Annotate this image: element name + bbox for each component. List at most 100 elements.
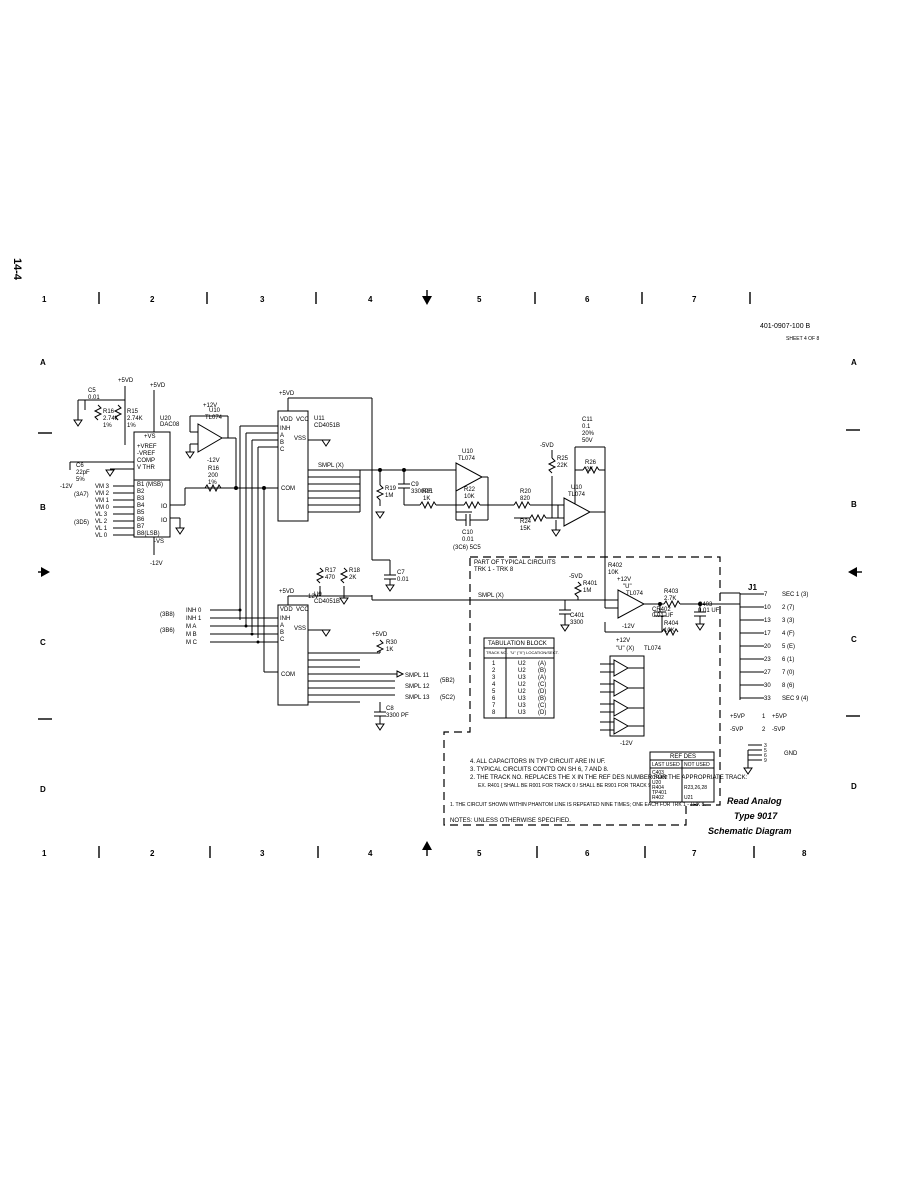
u10-right-stage: C11 0.1 20% 50V -5VD R25 22K R26 2K U10 … [540, 417, 606, 572]
u11-pin-inh: INH [280, 426, 290, 432]
m-ref: (3B6) [160, 628, 175, 634]
vl-2-label: VL 2 [95, 519, 108, 525]
c402-value: 0.01 UF [652, 613, 674, 619]
r18-label: R18 [349, 568, 361, 574]
zone-col-8-bottom: 8 [802, 849, 807, 858]
c10-value: 0.01 [462, 537, 474, 543]
r401-supply: -5VD [569, 574, 583, 580]
vl-ref: (3D5) [74, 520, 89, 526]
zone-col-5-bottom: 5 [477, 849, 482, 858]
power-left-label: -5VP [730, 727, 743, 733]
power-pin-number: 1 [762, 714, 766, 720]
u9-pin-com: COM [281, 672, 295, 678]
notes-header: NOTES: UNLESS OTHERWISE SPECIFIED. [450, 818, 571, 824]
gnd-label: GND [784, 751, 798, 757]
tab-row-u: U2 [518, 661, 526, 667]
c401-label: C401 [570, 613, 585, 619]
r403-value: 2.7K [664, 596, 676, 602]
r401-value: 1M [583, 588, 591, 594]
bottom-zone-ruler: 1 2 3 4 5 6 7 8 [42, 841, 807, 858]
refdes-not-used: R23,26,28 [684, 785, 707, 791]
u20-ref: U20 [160, 416, 172, 422]
center-arrow-bottom-icon [422, 841, 432, 850]
tab-row-sect: (D) [538, 689, 546, 695]
quad-opamp-u-x: +12V "U" (X) TL074 -12V [600, 638, 662, 747]
r16a-label: R16 [103, 409, 115, 415]
mc-label: M C [186, 640, 198, 646]
title-line-1: Read Analog [727, 796, 782, 806]
zone-col-6-top: 6 [585, 295, 590, 304]
u20-lower-body [133, 479, 171, 538]
notes-block: 4. ALL CAPACITORS IN TYP CIRCUIT ARE IN … [450, 759, 748, 824]
vm-ref: (3A7) [74, 492, 89, 498]
j1-section-label: 5 (E) [782, 644, 795, 650]
u9-pin-vdd: VDD [280, 607, 293, 613]
c10-label: C10 [462, 530, 474, 536]
u9-pin-c: C [280, 637, 285, 643]
u10-right-opamp [563, 497, 592, 527]
r401-label: R401 [583, 581, 598, 587]
zone-col-5-top: 5 [477, 295, 482, 304]
r15-label: R15 [127, 409, 139, 415]
j1-section-label: 7 (0) [782, 670, 794, 676]
tab-row-track: 8 [492, 710, 496, 716]
zone-row-c-left: C [40, 638, 46, 647]
r17-label: R17 [325, 568, 337, 574]
r22-label: R22 [464, 487, 476, 493]
tab-title: TABULATION BLOCK [488, 641, 547, 647]
c11-tol: 20% [582, 431, 595, 437]
j1-section-label: SEC 1 (3) [782, 592, 808, 598]
u11-cd4051b: +5VD VDD VCC INH A B C VSS COM U11 CD405… [239, 391, 430, 638]
r24-value: 15K [520, 526, 531, 532]
r16a-value: 2.74K [103, 416, 119, 422]
u20-pin-b8: B8(LSB) [137, 531, 160, 537]
u20-pin-vs: +VS [144, 434, 156, 440]
r15-tol: 1% [127, 423, 136, 429]
u20-pin-vref-pos: +VREF [137, 444, 157, 450]
r30-value: 1K [386, 647, 393, 653]
j1-section-label: SEC 9 (4) [782, 696, 808, 702]
u11-part: CD4051B [314, 423, 340, 429]
r19-value: 1M [385, 493, 393, 499]
u20-neg-supply: -12V [150, 561, 163, 567]
bottom-sheet-ref: (3C6) 5C5 [453, 545, 481, 551]
u20-pin-b2: B2 [137, 489, 145, 495]
u10-left-neg: -12V [207, 458, 220, 464]
u9-ref: U9 [314, 592, 322, 598]
u10-mid-opamp [455, 462, 484, 492]
tab-row-track: 7 [492, 703, 496, 709]
u20-pin-comp: COMP [137, 458, 155, 464]
tab-row-track: 6 [492, 696, 496, 702]
c7-value: 0.01 [397, 577, 409, 583]
u9-pin-a: A [280, 623, 284, 629]
power-left-label: +5VP [730, 714, 745, 720]
gnd-pin-number: 5 [764, 748, 767, 754]
u-track-supply: +12V [617, 577, 631, 583]
u11-ref: U11 [314, 416, 325, 422]
refdes-last-used: TP401 [652, 790, 667, 796]
title-line-2: Type 9017 [734, 811, 778, 821]
zone-col-4-top: 4 [368, 295, 373, 304]
top-zone-ruler: 1 2 3 4 5 6 7 [42, 290, 751, 305]
refdes-last-used: R402 [652, 795, 664, 801]
c11-volt: 50V [582, 438, 593, 444]
c8-value: 3300 PF [386, 713, 409, 719]
j1-pin-number: 30 [764, 683, 771, 689]
tab-row-sect: (B) [538, 696, 546, 702]
u20-supply-label: +5VD [118, 378, 134, 384]
c9-label: C9 [411, 482, 419, 488]
tab-row-u: U3 [518, 675, 526, 681]
u9-pin-vss: VSS [294, 626, 306, 632]
power-right-label: +5VP [772, 714, 787, 720]
r404-value: 10K [664, 628, 675, 634]
r21-value: 1K [423, 496, 430, 502]
u11-body [277, 410, 309, 522]
tab-row-u: U2 [518, 689, 526, 695]
quad-part: TL074 [644, 646, 662, 652]
ma-label: M A [186, 624, 196, 630]
c11-label: C11 [582, 417, 593, 423]
c401-value: 3300 [570, 620, 584, 626]
tab-row-u: U2 [518, 682, 526, 688]
